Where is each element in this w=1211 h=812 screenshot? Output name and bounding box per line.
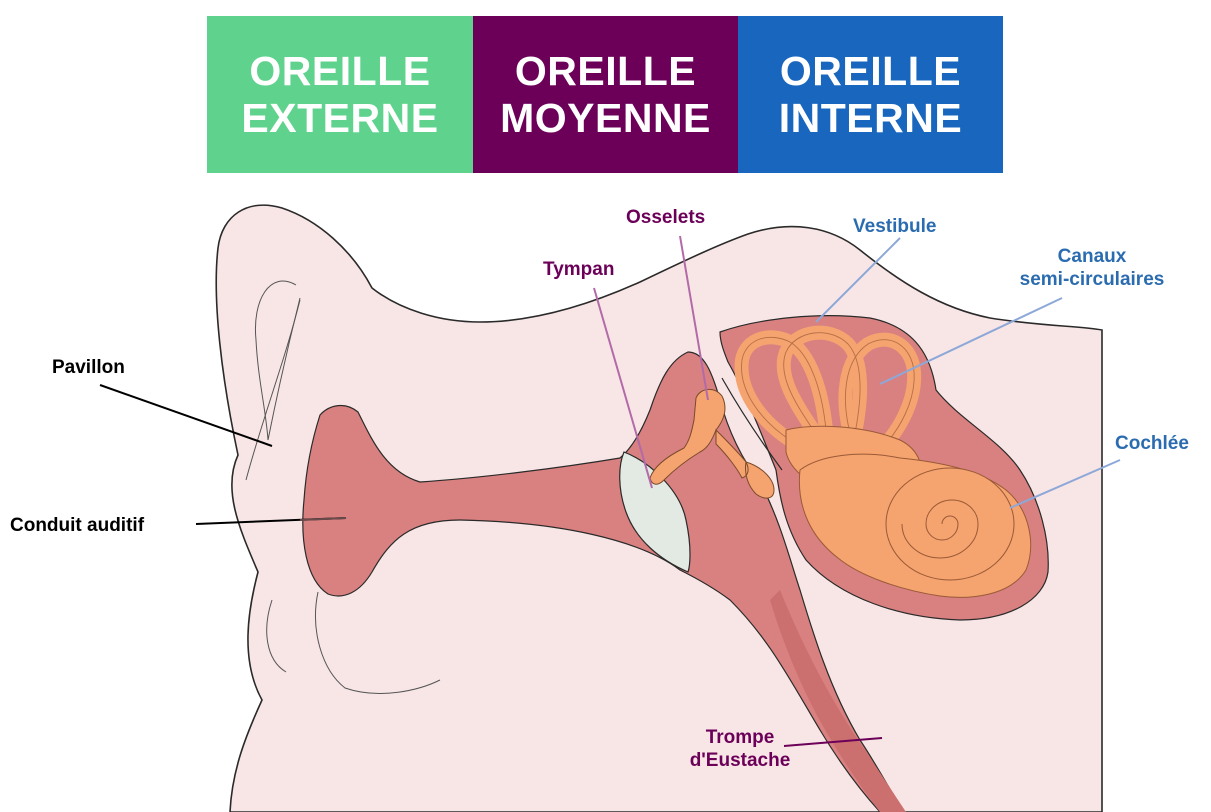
label-vestibule: Vestibule — [853, 215, 936, 238]
label-tympan: Tympan — [543, 258, 614, 281]
label-conduit-auditif: Conduit auditif — [10, 514, 144, 537]
label-canaux-line1: Canaux — [992, 245, 1192, 268]
label-cochlee: Cochlée — [1115, 432, 1189, 455]
label-pavillon: Pavillon — [52, 356, 125, 379]
label-canaux: Canaux semi-circulaires — [992, 245, 1192, 291]
label-osselets: Osselets — [626, 206, 705, 229]
label-canaux-line2: semi-circulaires — [992, 268, 1192, 291]
label-trompe: Trompe d'Eustache — [680, 726, 800, 772]
label-trompe-line2: d'Eustache — [680, 749, 800, 772]
label-trompe-line1: Trompe — [680, 726, 800, 749]
